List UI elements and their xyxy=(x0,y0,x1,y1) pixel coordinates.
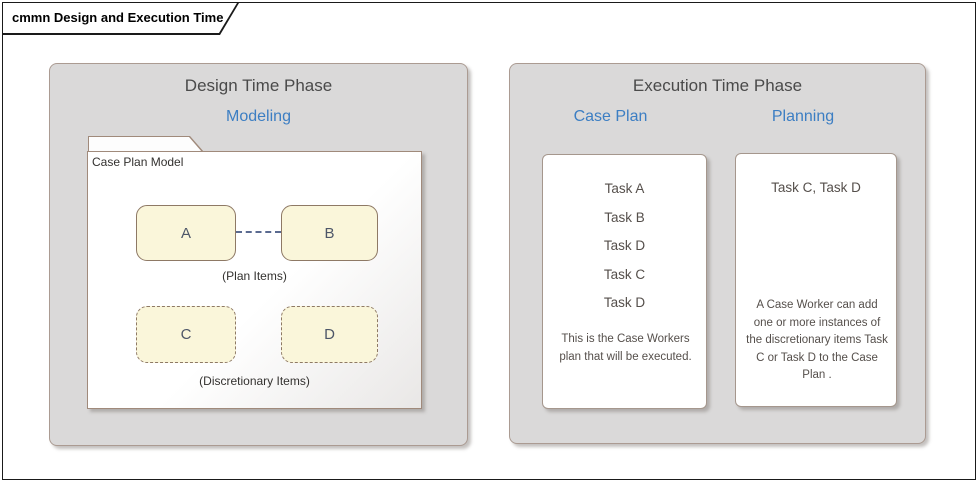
case-plan-task: Task B xyxy=(604,209,645,225)
discretionary-item-task-d[interactable]: D xyxy=(281,306,378,363)
plan-items-caption: (Plan Items) xyxy=(222,269,287,283)
diagram-title: cmmn Design and Execution Time xyxy=(12,10,224,25)
discretionary-items-caption: (Discretionary Items) xyxy=(199,374,310,388)
case-plan-model-folder[interactable]: Case Plan Model A B (Plan Items) C D (Di… xyxy=(87,151,422,409)
diagram-frame: cmmn Design and Execution Time Design Ti… xyxy=(2,2,976,480)
plan-item-task-a-label: A xyxy=(180,224,191,242)
planning-note: A Case Worker can add one or more instan… xyxy=(746,299,888,381)
case-plan-label: Case Plan xyxy=(573,108,648,125)
execution-time-phase-panel[interactable]: Execution Time Phase Case Plan Planning … xyxy=(509,63,926,444)
diagram-frame-tab-fill xyxy=(3,3,237,33)
planning-box[interactable]: Task C, Task D A Case Worker can add one… xyxy=(735,153,897,407)
execution-phase-title: Execution Time Phase xyxy=(632,76,803,95)
planning-label: Planning xyxy=(771,108,835,125)
case-plan-model-folder-tab[interactable] xyxy=(88,136,204,152)
plan-item-task-b[interactable]: B xyxy=(281,205,378,261)
design-time-phase-panel[interactable]: Design Time Phase Modeling Case Plan Mod… xyxy=(49,63,468,446)
case-plan-task: Task C xyxy=(603,266,646,282)
discretionary-item-task-c[interactable]: C xyxy=(136,306,236,363)
planning-tasks: Task C, Task D xyxy=(771,180,861,195)
modeling-label: Modeling xyxy=(226,108,291,125)
case-plan-model-label: Case Plan Model xyxy=(92,155,184,169)
discretionary-item-task-d-label: D xyxy=(324,326,335,343)
case-plan-task-list: Task A Task B Task D Task C Task D xyxy=(543,175,706,318)
discretionary-item-task-c-label: C xyxy=(180,326,192,343)
plan-item-task-a[interactable]: A xyxy=(136,205,236,261)
case-plan-task: Task A xyxy=(604,181,645,196)
case-plan-note: This is the Case Workers plan that will … xyxy=(559,333,692,363)
case-plan-box[interactable]: Task A Task B Task D Task C Task D This … xyxy=(542,154,707,409)
diagram-frame-tab xyxy=(3,3,239,35)
design-phase-title: Design Time Phase xyxy=(184,76,333,95)
dashed-connector-a-b[interactable] xyxy=(236,231,281,233)
case-plan-model-folder-tab-fill xyxy=(89,137,202,152)
case-plan-task: Task D xyxy=(603,238,646,253)
case-plan-task: Task D xyxy=(603,295,646,310)
plan-item-task-b-label: B xyxy=(324,224,335,242)
